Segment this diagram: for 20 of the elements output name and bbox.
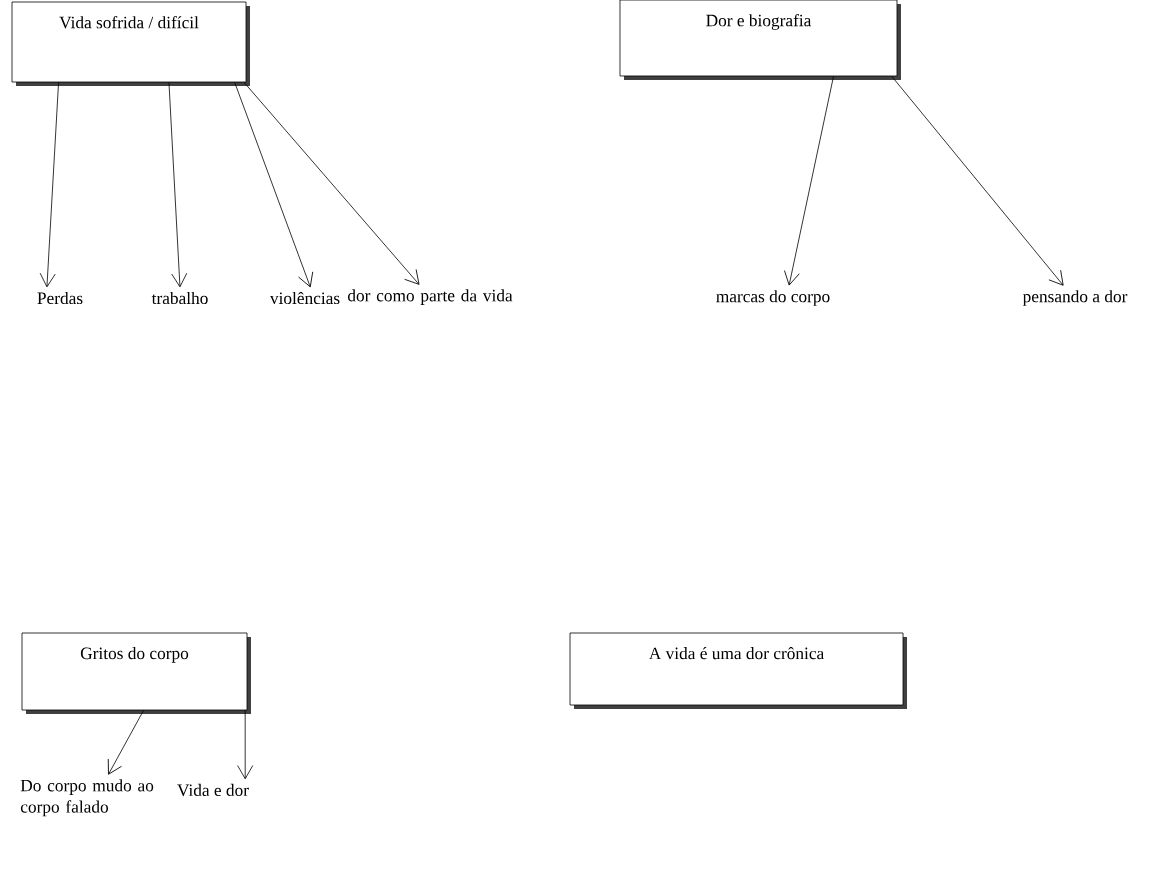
text-label: Perdas xyxy=(37,291,83,305)
text-label: pensando a dor xyxy=(1022,290,1128,306)
arrow xyxy=(39,82,59,288)
text-label: marcas do corpo xyxy=(716,290,830,306)
text-box: Gritos do corpo xyxy=(21,632,251,714)
text-label: trabalho xyxy=(151,291,208,305)
arrow xyxy=(784,75,834,286)
arrow xyxy=(891,75,1064,286)
arrow xyxy=(107,710,144,775)
text-label: Vida e dor xyxy=(177,783,249,797)
text-label: Do corpo mudo ao corpo falado xyxy=(20,779,154,817)
text-box: A vida é uma dor crônica xyxy=(569,632,907,709)
text-box: Dor e biografia xyxy=(619,0,901,80)
arrow xyxy=(237,710,254,780)
arrow xyxy=(168,82,188,288)
text-label: violências xyxy=(269,291,340,305)
text-label: dor como parte da vida xyxy=(348,289,513,305)
arrow xyxy=(234,82,314,288)
text-box: Vida sofrida / difícil xyxy=(11,1,250,86)
arrow xyxy=(243,82,420,285)
